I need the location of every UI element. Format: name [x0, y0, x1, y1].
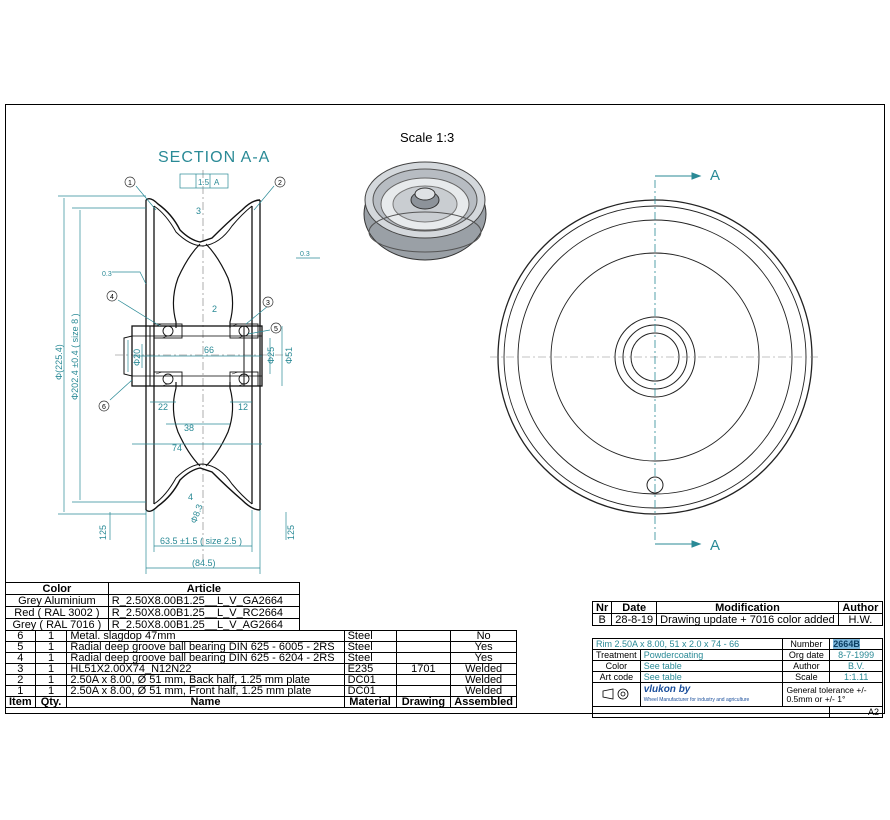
dim-hub-diameter: Φ51: [284, 347, 294, 364]
dim-12: 12: [238, 402, 248, 412]
svg-text:2: 2: [278, 180, 282, 187]
dimension-lines: [58, 173, 320, 574]
dim-overall-width: (84.5): [192, 558, 216, 568]
article-header: Article: [107, 582, 301, 595]
svg-text:5: 5: [274, 326, 278, 333]
color-cell: Grey ( RAL 7016 ): [5, 618, 109, 631]
section-marker-bottom: A: [710, 537, 720, 554]
color-cell: Grey Aluminium: [5, 594, 109, 607]
item-balloons: 1 2 3 4 5 6: [98, 176, 286, 412]
balloon-3: 3: [262, 296, 274, 308]
section-marker-top: A: [710, 167, 720, 184]
surface-roughness-left: 0.3: [102, 271, 112, 278]
projection-symbol-icon: [592, 682, 641, 707]
balloon-6: 6: [98, 400, 110, 412]
table-row: 5 1 Radial deep groove ball bearing DIN …: [5, 641, 517, 653]
modification-table: Nr Date Modification Author B 28-8-19 Dr…: [591, 601, 884, 626]
dim-flat-3: 3: [196, 206, 201, 216]
svg-text:3: 3: [266, 300, 270, 307]
dim-hub-length: 66: [204, 345, 214, 355]
table-row: 3 1 HL51X2.00X74_N12N22 E235 1701 Welded: [5, 663, 517, 675]
dim-rim-diameter: Φ202.4 ±0.4 ( size 8 ): [70, 313, 80, 400]
balloon-1: 1: [124, 176, 136, 188]
dim-bore-diameter: Φ20: [132, 349, 142, 366]
dim-edge-right: 125: [286, 525, 296, 540]
dim-hole-count: 4: [188, 492, 193, 502]
dim-edge-left: 125: [98, 525, 108, 540]
general-tolerance: General tolerance +/- 0.5mm or +/- 1°: [782, 682, 883, 707]
dim-hole-diameter: Φ8.3: [188, 503, 204, 525]
company-logo: vlukon by Wheel Manufacturer for industr…: [639, 682, 784, 707]
svg-text:1: 1: [128, 180, 132, 187]
color-cell: Red ( RAL 3002 ): [5, 606, 109, 619]
title-block: Rim 2.50A x 8.00, 51 x 2.0 x 74 - 66 Num…: [591, 638, 883, 718]
table-row: 4 1 Radial deep groove ball bearing DIN …: [5, 652, 517, 664]
drawing-number: 2664B: [829, 638, 883, 650]
tolerance-datum: A: [214, 178, 220, 187]
balloon-4: 4: [106, 290, 118, 302]
table-row: 1 1 2.50A x 8.00, Ø 51 mm, Front half, 1…: [5, 685, 517, 697]
article-cell: R_2.50X8.00B1.25__L_V_AG2664: [107, 618, 301, 631]
sheet-size: A2: [829, 706, 883, 718]
dim-outer-diameter: Φ(225.4): [54, 344, 64, 380]
article-cell: R_2.50X8.00B1.25__L_V_GA2664: [107, 594, 301, 607]
front-view: [490, 172, 820, 548]
table-row: Grey Aluminium R_2.50X8.00B1.25__L_V_GA2…: [5, 594, 301, 607]
dim-74: 74: [172, 443, 182, 453]
dim-flat-2: 2: [212, 304, 217, 314]
dim-22: 22: [158, 402, 168, 412]
balloon-5: 5: [270, 322, 282, 334]
table-row: 2 1 2.50A x 8.00, Ø 51 mm, Back half, 1.…: [5, 674, 517, 686]
color-article-table: Color Article Grey Aluminium R_2.50X8.00…: [5, 582, 301, 631]
part-description: Rim 2.50A x 8.00, 51 x 2.0 x 74 - 66: [591, 638, 784, 650]
bill-of-materials-table: 6 1 Metal. slagdop 47mm Steel No 5 1 Rad…: [5, 630, 517, 708]
bom-header-row: Item Qty. Name Material Drawing Assemble…: [5, 696, 517, 708]
color-header: Color: [5, 582, 109, 595]
table-row: B 28-8-19 Drawing update + 7016 color ad…: [591, 613, 884, 626]
table-row: 6 1 Metal. slagdop 47mm Steel No: [5, 630, 517, 642]
tolerance-value: 1.5: [198, 178, 210, 187]
drawing-sheet: [5, 104, 885, 714]
balloon-2: 2: [274, 176, 286, 188]
svg-text:6: 6: [102, 404, 106, 411]
section-view: [115, 170, 290, 560]
dim-seat-diameter: Φ25: [266, 347, 276, 364]
svg-text:4: 4: [110, 294, 114, 301]
dim-rim-width: 63.5 ±1.5 ( size 2.5 ): [160, 536, 242, 546]
table-row: Grey ( RAL 7016 ) R_2.50X8.00B1.25__L_V_…: [5, 618, 301, 631]
iso-view: Scale 1:3: [363, 130, 487, 261]
table-row: Red ( RAL 3002 ) R_2.50X8.00B1.25__L_V_R…: [5, 606, 301, 619]
section-title: SECTION A-A: [158, 149, 270, 166]
article-cell: R_2.50X8.00B1.25__L_V_RC2664: [107, 606, 301, 619]
dimension-texts: SECTION A-A Φ(225.4) Φ202.4 ±0.4 ( size …: [54, 149, 310, 568]
surface-roughness-right: 0.3: [300, 251, 310, 258]
dim-38: 38: [184, 423, 194, 433]
scale-label: Scale 1:3: [400, 130, 454, 145]
